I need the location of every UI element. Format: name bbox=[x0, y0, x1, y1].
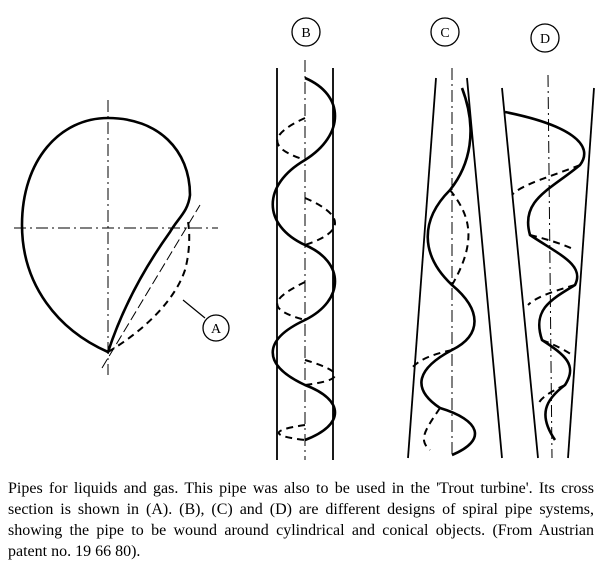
alternate-outline-dashed bbox=[107, 221, 191, 353]
spiral-b bbox=[271, 17, 337, 460]
helix-front-solid bbox=[271, 76, 337, 442]
label-c: C bbox=[440, 26, 449, 41]
spiral-d bbox=[501, 23, 595, 459]
cross-section-a bbox=[14, 100, 230, 375]
cone-right-edge bbox=[466, 77, 503, 459]
cone-left-edge bbox=[407, 77, 437, 459]
label-b: B bbox=[301, 26, 310, 41]
cone-axis bbox=[547, 74, 553, 459]
patent-drawing: A B C D bbox=[14, 17, 595, 460]
spiral-c bbox=[407, 17, 503, 459]
helix-back-dashed bbox=[276, 117, 336, 441]
label-circle-d bbox=[530, 23, 560, 53]
figure-caption: Pipes for liquids and gas. This pipe was… bbox=[8, 480, 594, 560]
helix-back-dashed bbox=[511, 164, 581, 406]
helix-front-solid bbox=[420, 87, 477, 457]
leader-line-a bbox=[182, 299, 206, 319]
label-circle-a bbox=[202, 314, 230, 342]
label-a: A bbox=[211, 322, 222, 337]
cone-left-edge bbox=[501, 87, 539, 459]
label-circle-b bbox=[291, 17, 321, 47]
label-d: D bbox=[540, 32, 550, 47]
helix-front-solid bbox=[504, 110, 586, 441]
helix-back-dashed bbox=[409, 189, 470, 451]
diagonal-guide bbox=[101, 204, 201, 369]
pipe-outline bbox=[20, 116, 192, 354]
cone-right-edge bbox=[567, 87, 595, 459]
label-circle-c bbox=[430, 17, 460, 47]
